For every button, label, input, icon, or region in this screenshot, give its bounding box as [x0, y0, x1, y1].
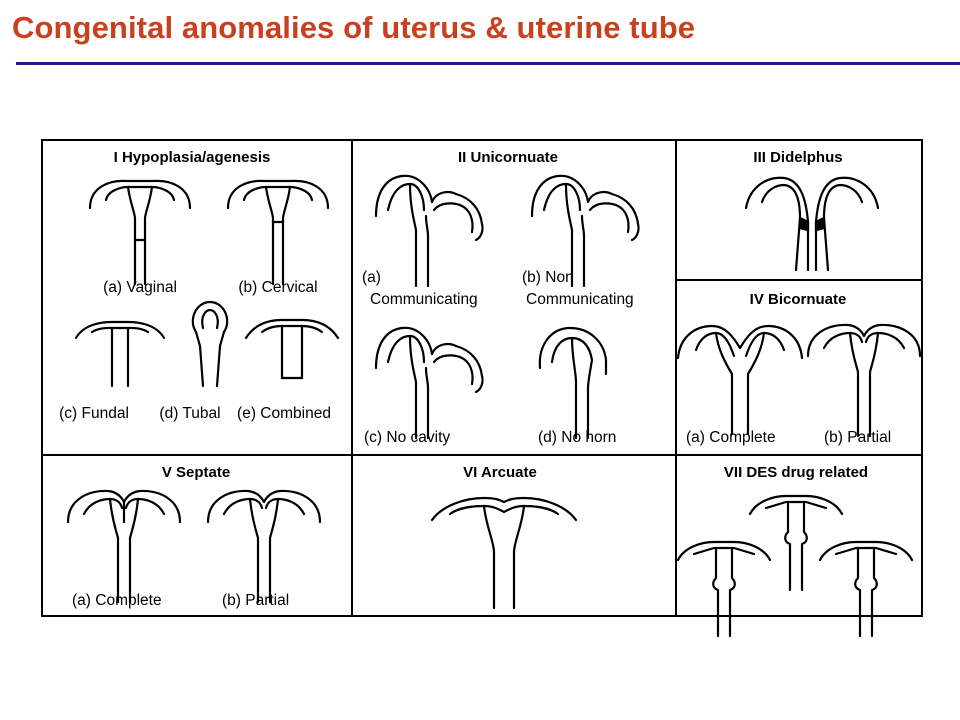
uterus-des-3 — [818, 540, 914, 638]
uterus-septate-complete — [66, 489, 182, 604]
panel-heading: V Septate — [162, 464, 230, 481]
uterus-des-1 — [748, 494, 844, 592]
panel-heading: VII DES drug related — [724, 464, 868, 481]
label-combined: (e) Combined — [237, 405, 331, 422]
uterus-fundal — [74, 320, 166, 388]
title-underline — [16, 62, 960, 65]
uterus-no-horn — [538, 326, 608, 440]
slide-title: Congenital anomalies of uterus & uterine… — [12, 10, 696, 45]
uterus-combined — [244, 318, 340, 380]
uterus-vaginal — [88, 179, 192, 286]
uterus-bicornuate-complete — [676, 324, 804, 436]
label-septate-complete: (a) Complete — [72, 592, 162, 609]
label-bicornuate-partial: (b) Partial — [824, 429, 891, 446]
uterus-no-cavity — [374, 326, 484, 440]
panel-arcuate: VI Arcuate — [430, 464, 578, 610]
panel-hypoplasia-agenesis: I Hypoplasia/agenesis (a) Vaginal (b) Ce… — [59, 149, 340, 422]
panel-heading: IV Bicornuate — [750, 291, 847, 308]
label-non-b: (b) Non — [522, 269, 574, 286]
label-cervical: (b) Cervical — [238, 279, 317, 296]
panel-unicornuate: II Unicornuate (a) Communicating (b) Non… — [362, 149, 640, 446]
panel-septate: V Septate (a) Complete (b) Partial — [66, 464, 322, 609]
label-non-communicating: Communicating — [526, 291, 634, 308]
label-septate-partial: (b) Partial — [222, 592, 289, 609]
label-bicornuate-complete: (a) Complete — [686, 429, 776, 446]
label-no-horn: (d) No horn — [538, 429, 616, 446]
panel-heading: I Hypoplasia/agenesis — [114, 149, 271, 166]
label-tubal: (d) Tubal — [159, 405, 220, 422]
label-communicating: Communicating — [370, 291, 478, 308]
panel-heading: III Didelphus — [753, 149, 842, 166]
uterus-septate-partial — [206, 489, 322, 604]
label-vaginal: (a) Vaginal — [103, 279, 177, 296]
figure-frame — [41, 139, 923, 617]
label-fundal: (c) Fundal — [59, 405, 129, 422]
uterus-unicornuate-communicating — [374, 174, 484, 288]
uterus-des-2 — [676, 540, 772, 638]
panel-bicornuate: IV Bicornuate (a) Complete (b) Partial — [676, 291, 922, 446]
uterus-cervical — [226, 179, 330, 286]
label-communicating-a: (a) — [362, 269, 381, 286]
uterus-bicornuate-partial — [806, 323, 922, 438]
uterus-didelphus — [744, 176, 880, 272]
panel-didelphus: III Didelphus — [744, 149, 880, 272]
label-no-cavity: (c) No cavity — [364, 429, 450, 446]
panel-des-drug-related: VII DES drug related — [676, 464, 914, 638]
uterus-tubal — [191, 300, 229, 388]
uterus-arcuate — [430, 496, 578, 610]
panel-heading: VI Arcuate — [463, 464, 537, 481]
panel-heading: II Unicornuate — [458, 149, 558, 166]
